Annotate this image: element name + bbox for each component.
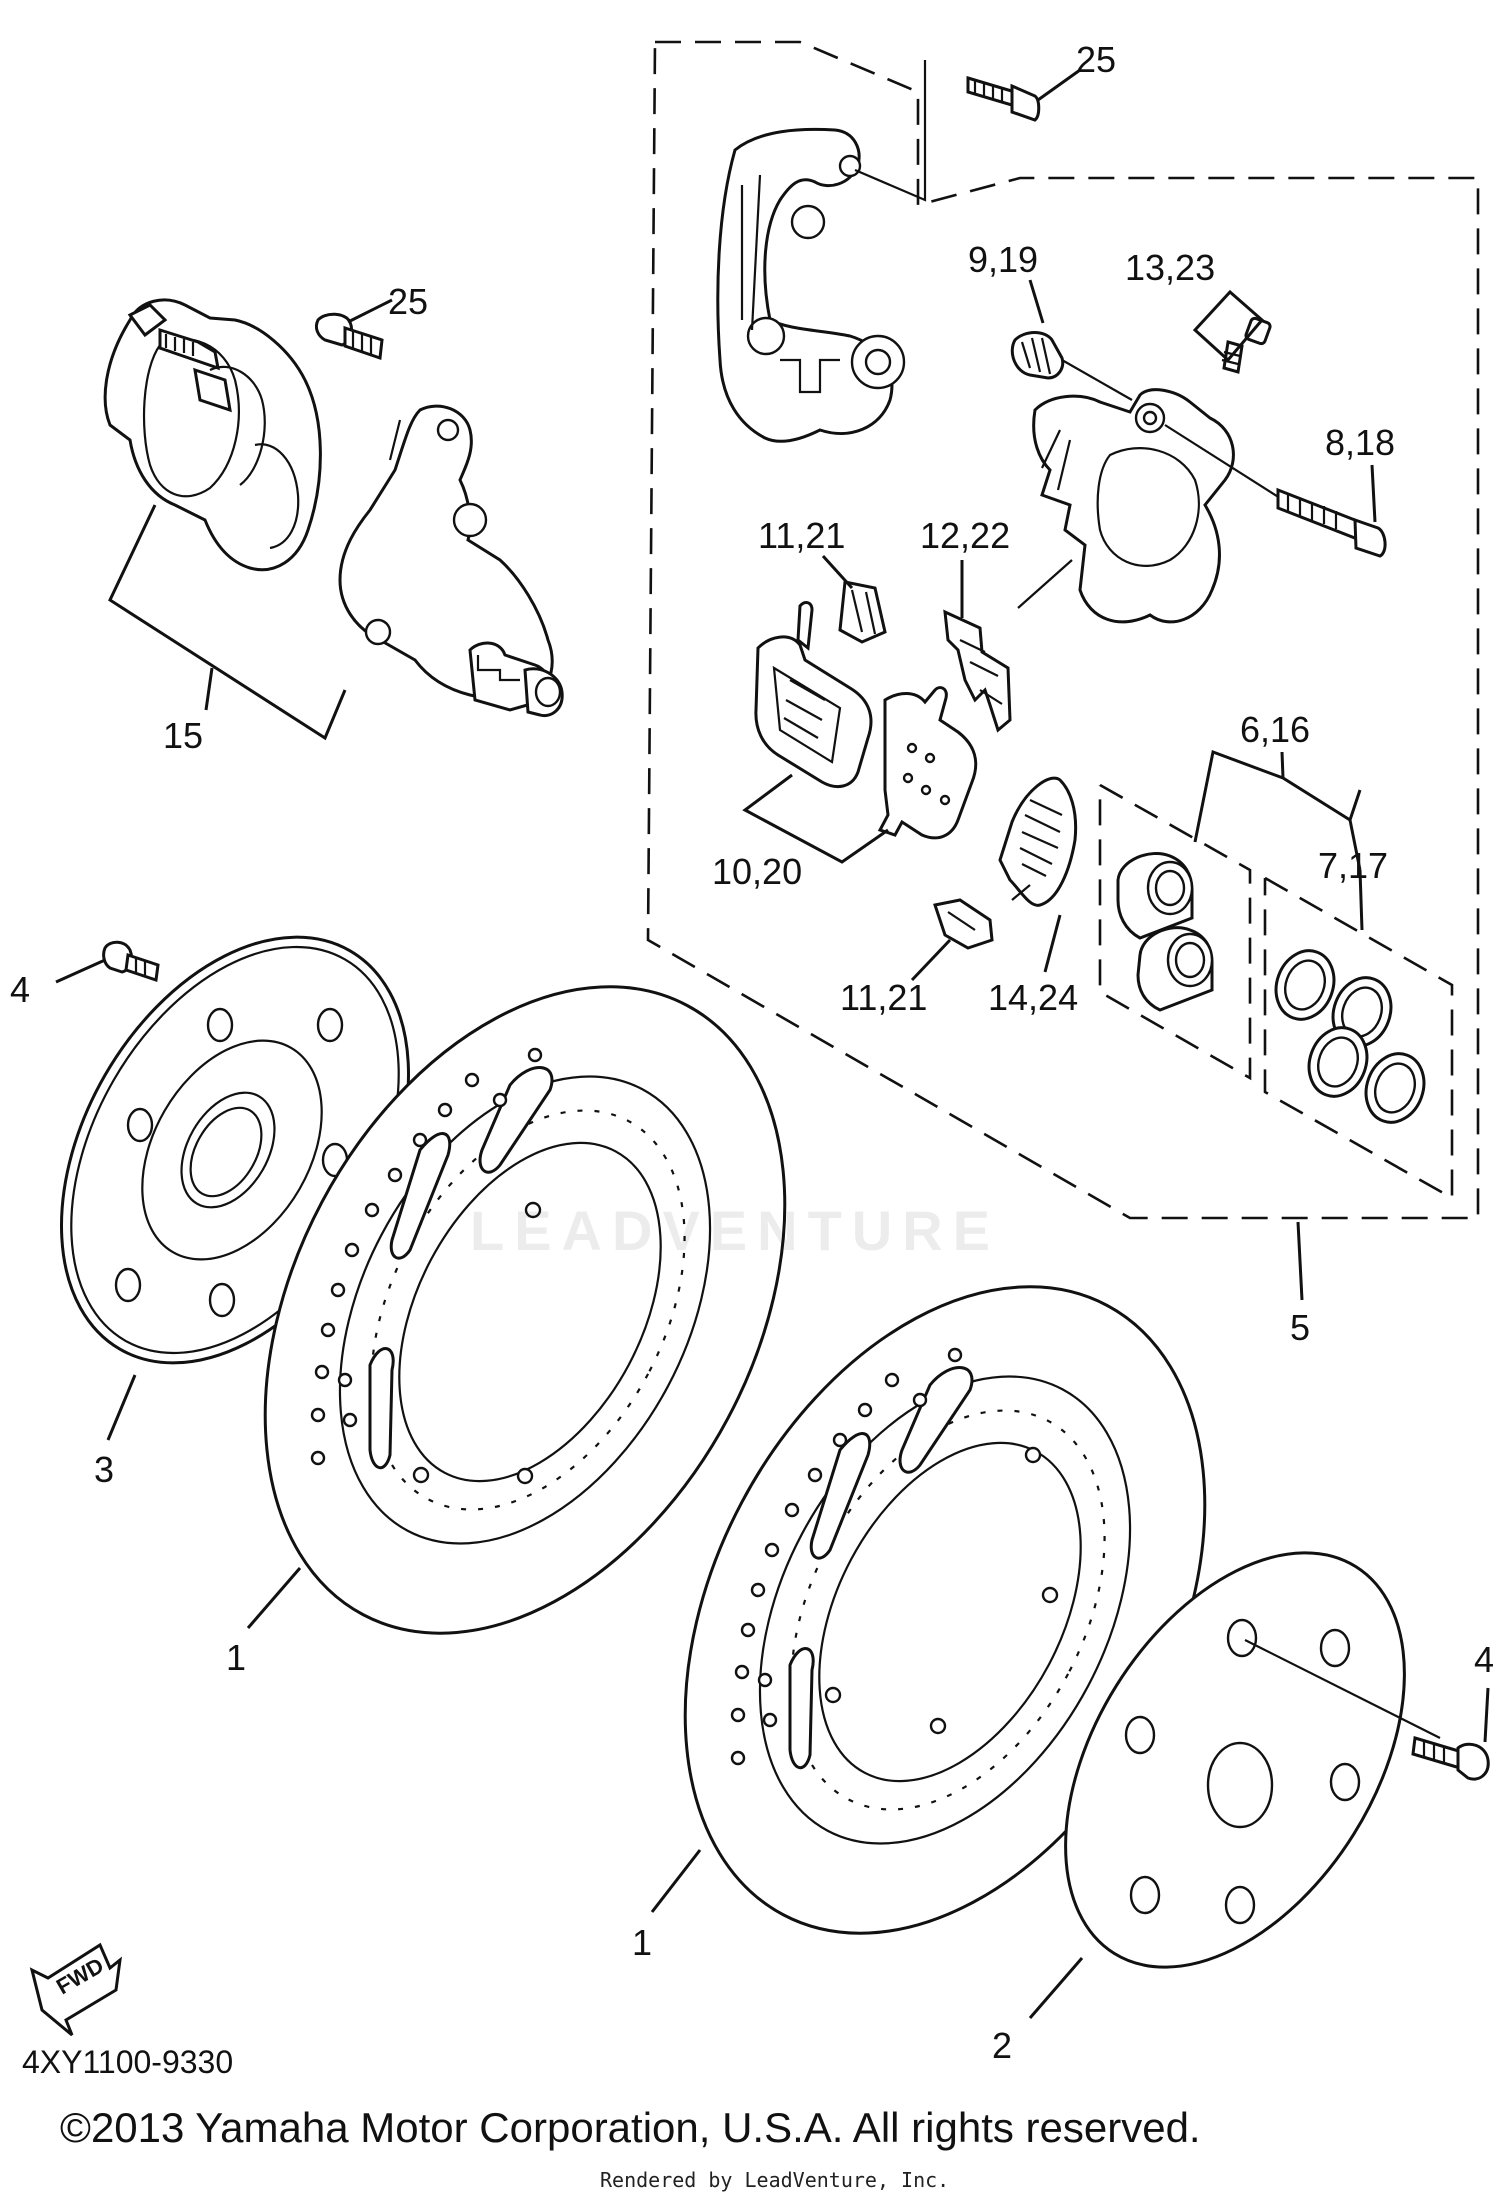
callout-1-left: 1 bbox=[226, 1637, 246, 1678]
hub-plate-2 bbox=[1028, 1551, 1441, 2019]
caliper-bracket-left bbox=[338, 404, 564, 718]
watermark: LEADVENTURE bbox=[470, 1199, 1001, 1262]
brake-disc-left bbox=[246, 985, 787, 1635]
callout-15: 15 bbox=[163, 715, 203, 756]
callout-10-20: 10,20 bbox=[712, 851, 802, 892]
callout-25-top: 25 bbox=[1076, 39, 1116, 80]
callout-8-18: 8,18 bbox=[1325, 422, 1395, 463]
copyright-notice: ©2013 Yamaha Motor Corporation, U.S.A. A… bbox=[60, 2104, 1201, 2151]
disc-right-vent-holes bbox=[730, 1347, 963, 1766]
callout-2: 2 bbox=[992, 2025, 1012, 2066]
callout-4-right: 4 bbox=[1474, 1639, 1494, 1680]
pad-clip-11-21-top bbox=[821, 554, 887, 644]
pad-clip-11-21-bottom bbox=[910, 898, 994, 982]
fwd-direction-arrow: FWD bbox=[29, 1942, 122, 2037]
callout-12-22: 12,22 bbox=[920, 515, 1010, 556]
callout-7-17: 7,17 bbox=[1318, 845, 1388, 886]
pad-shim-14-24 bbox=[998, 776, 1078, 907]
callout-1-right: 1 bbox=[632, 1922, 652, 1963]
callout-11-21-top: 11,21 bbox=[758, 515, 845, 556]
piston-seals-7-17 bbox=[1274, 949, 1426, 1124]
caliper-body bbox=[1017, 388, 1303, 624]
callout-14-24: 14,24 bbox=[988, 977, 1078, 1018]
bolt-4-left bbox=[55, 940, 160, 984]
brake-pad-outer bbox=[754, 601, 873, 789]
disc-left-vent-holes bbox=[310, 1047, 543, 1466]
caliper-assembly-15 bbox=[103, 298, 322, 572]
pad-spring-12-22 bbox=[943, 560, 1012, 733]
brake-disc-right bbox=[650, 1285, 1207, 1935]
callout-5: 5 bbox=[1290, 1307, 1310, 1348]
callout-3: 3 bbox=[94, 1449, 114, 1490]
brake-pad-inner bbox=[877, 686, 978, 840]
callout-25-left: 25 bbox=[388, 281, 428, 322]
callout-13-23: 13,23 bbox=[1125, 247, 1215, 288]
leader-lines-caliper bbox=[742, 749, 1364, 1301]
leader-15 bbox=[108, 504, 347, 741]
callout-9-19: 9,19 bbox=[968, 239, 1038, 280]
slide-pin-9-19 bbox=[1010, 279, 1133, 401]
slide-bolt-8-18 bbox=[1276, 464, 1387, 558]
caliper-bracket-top bbox=[716, 60, 927, 443]
caliper-assembly-boundary bbox=[646, 40, 1480, 1220]
rendered-by-credit: Rendered by LeadVenture, Inc. bbox=[600, 2168, 950, 2192]
bleed-screw-13-23 bbox=[1192, 289, 1272, 374]
bolt-4-right bbox=[1411, 1687, 1490, 1781]
pistons-6-16 bbox=[1116, 852, 1214, 1012]
callout-4-left: 4 bbox=[10, 969, 30, 1010]
callout-labels: 25 9,19 13,23 8,18 25 11,21 12,22 15 6,1… bbox=[10, 39, 1494, 2066]
diagram-code: 4XY1100-9330 bbox=[22, 2044, 234, 2080]
callout-6-16: 6,16 bbox=[1240, 709, 1310, 750]
bolt-25-top bbox=[966, 68, 1081, 122]
bolt-25-left bbox=[314, 298, 393, 361]
callout-11-21-bottom: 11,21 bbox=[840, 977, 927, 1018]
